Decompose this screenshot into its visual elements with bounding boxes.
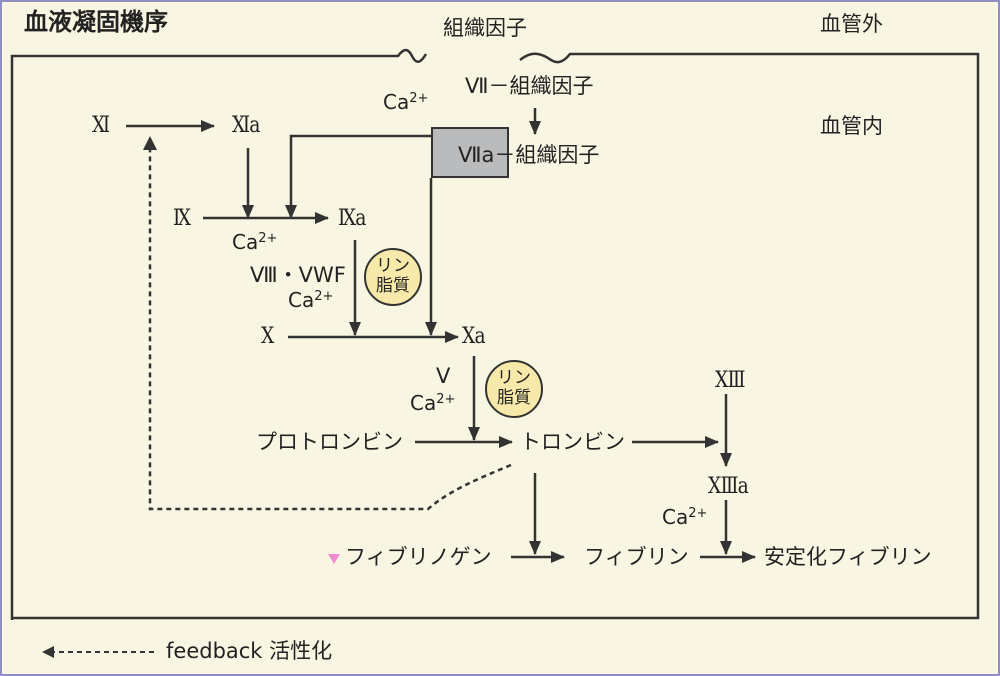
feedback-arrowhead <box>143 136 157 150</box>
diagram-title: 血液凝固機序 <box>24 8 168 36</box>
region-outside: 血管外 <box>820 12 883 36</box>
region-tissue-factor: 組織因子 <box>443 16 527 40</box>
ca-label-x: Ca2+ <box>288 288 334 312</box>
phospholipid-badge-2: リン脂質 <box>485 360 543 418</box>
viia-complex-box <box>431 127 509 178</box>
node-x: Ⅹ <box>261 324 274 349</box>
ca-label-xiiia: Ca2+ <box>662 505 708 529</box>
node-vii-tissue-factor: Ⅶ－組織因子 <box>465 74 594 98</box>
node-xi: Ⅺ <box>92 113 110 138</box>
node-prothrombin: プロトロンビン <box>256 430 403 454</box>
ca-label-ix: Ca2+ <box>232 230 278 254</box>
ca-label-prothrombin: Ca2+ <box>410 391 456 415</box>
legend-arrowhead <box>42 646 54 658</box>
legend-label: feedback 活性化 <box>166 639 333 663</box>
vessel-boundary-right <box>12 52 980 620</box>
node-xa: Ⅹa <box>462 324 486 349</box>
node-xiiia: ⅩⅢa <box>708 474 749 499</box>
cofactor-viii-vwf: Ⅷ・VWF <box>250 263 346 287</box>
feedback-dashed-path <box>148 144 512 511</box>
phospholipid-badge-1: リン脂質 <box>364 248 422 306</box>
arrow-viia-ix <box>285 134 431 219</box>
region-inside: 血管内 <box>820 114 883 138</box>
node-xia: Ⅺa <box>232 113 260 138</box>
ca-label-vii: Ca2+ <box>383 90 429 114</box>
node-viia-tissue-factor: Ⅶa－組織因子 <box>458 143 600 167</box>
cofactor-v: Ⅴ <box>436 364 451 388</box>
node-fibrinogen: フィブリノゲン <box>345 545 492 569</box>
node-xiii: ⅩⅢ <box>715 368 746 393</box>
marker-triangle-icon <box>328 554 340 564</box>
node-stabilized-fibrin: 安定化フィブリン <box>764 545 932 569</box>
node-thrombin: トロンビン <box>520 430 625 454</box>
node-ixa: Ⅸa <box>338 206 366 231</box>
node-fibrin: フィブリン <box>584 545 689 569</box>
node-ix: Ⅸ <box>173 206 191 231</box>
vessel-boundary-left <box>10 48 428 620</box>
